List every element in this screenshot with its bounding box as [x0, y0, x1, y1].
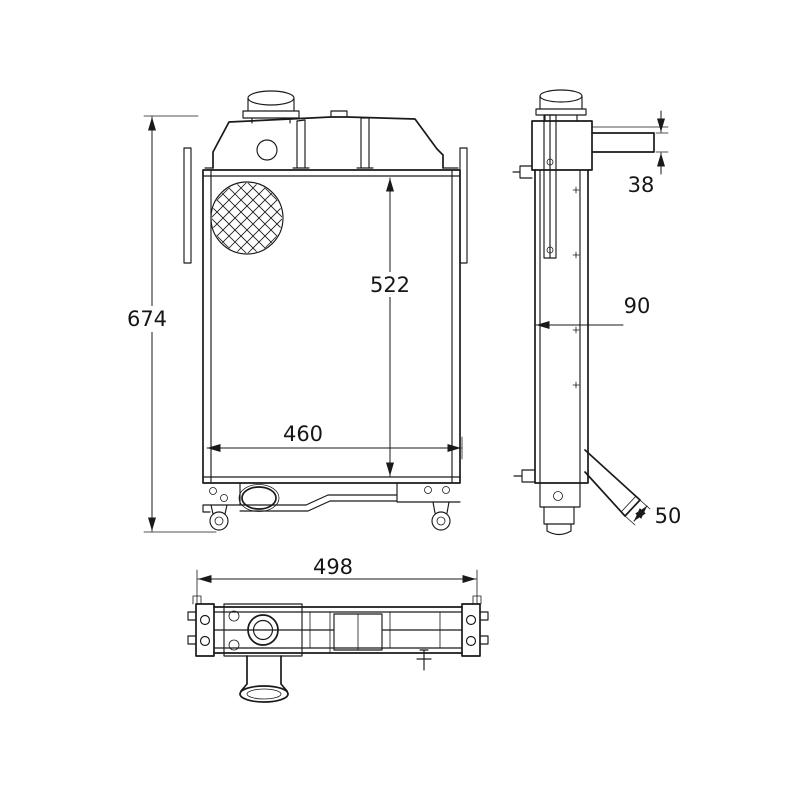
dimension-overall-height: 674 [124, 115, 217, 533]
side-view [512, 89, 655, 536]
dim-label-hose-diameter: 50 [655, 504, 682, 528]
core-mesh-circle [210, 181, 284, 255]
dim-label-outlet-diameter: 38 [628, 173, 655, 197]
right-roller [431, 501, 451, 531]
lower-hose-pipe [584, 449, 641, 517]
bottom-tank-front [202, 482, 461, 531]
bottom-view-right-bracket [461, 603, 489, 657]
dimension-hose-diameter: 50 [624, 499, 682, 528]
dim-label-overall-height: 674 [127, 307, 167, 331]
bottom-foot-side [539, 482, 581, 536]
bottom-view-filler-assembly [223, 603, 303, 657]
dim-label-overall-width: 498 [313, 555, 353, 579]
dim-label-core-width: 460 [283, 422, 323, 446]
bottom-view-body [213, 606, 463, 654]
top-tank-front [204, 110, 459, 169]
core-side [513, 169, 589, 484]
dimension-core-depth: 90 [535, 294, 651, 329]
dimension-core-height: 522 [368, 177, 413, 477]
dimension-outlet-diameter: 38 [591, 110, 669, 197]
dim-label-core-depth: 90 [624, 294, 651, 318]
bottom-view-left-bracket [187, 603, 215, 657]
left-roller [209, 504, 229, 531]
top-tank-side [512, 114, 593, 259]
filler-cap-side [535, 89, 587, 122]
upper-outlet-pipe [591, 132, 655, 153]
bottom-view-down-pipe [239, 655, 289, 703]
bottom-view-bolt [416, 649, 432, 671]
bottom-view-center-plate [333, 613, 383, 651]
bottom-view [187, 595, 489, 703]
dim-label-core-height: 522 [370, 273, 410, 297]
core-front [202, 169, 461, 484]
bottom-tank-oval-port [241, 486, 277, 510]
front-view [183, 90, 468, 531]
dimension-overall-width: 498 [196, 554, 478, 604]
top-tank-hole [256, 139, 278, 161]
dimension-core-width: 460 [206, 422, 463, 460]
